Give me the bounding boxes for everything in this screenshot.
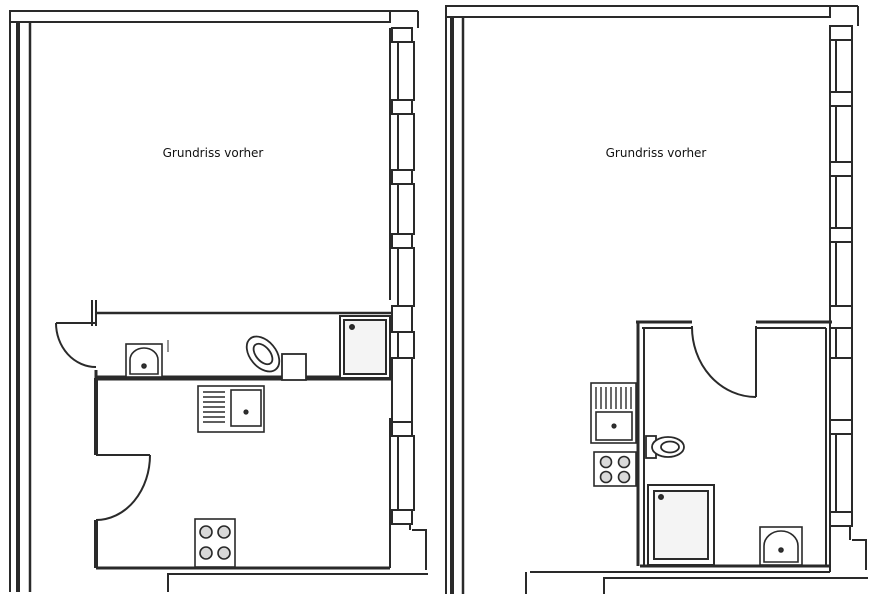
sink-icon (759, 526, 803, 566)
bottom-wall (525, 564, 868, 594)
bottom-wall (96, 566, 428, 592)
toilet-icon (245, 335, 307, 381)
right-wall-windows (389, 27, 427, 570)
outer-walls (9, 10, 419, 592)
plan-label-right: Grundriss vorher (606, 146, 707, 160)
sink-icon (125, 343, 163, 378)
toilet-icon (645, 435, 685, 459)
stove-icon (593, 451, 637, 487)
shower-icon (647, 484, 715, 566)
door-swing-icon (95, 454, 151, 521)
bathroom-box (636, 320, 832, 566)
outer-walls (445, 5, 859, 594)
door-swing-icon (690, 325, 757, 398)
shower-icon (339, 315, 391, 379)
door-swing-icon (55, 322, 97, 368)
right-wall-windows (829, 25, 867, 572)
floor-plan-after: Grundriss vorher (445, 5, 868, 594)
stove-icon (194, 518, 236, 568)
kitchen-sink-icon (197, 385, 265, 433)
plan-label-left: Grundriss vorher (163, 146, 264, 160)
kitchen-sink-icon (590, 382, 637, 444)
floor-plan-before: Grundriss vorher (9, 10, 428, 592)
